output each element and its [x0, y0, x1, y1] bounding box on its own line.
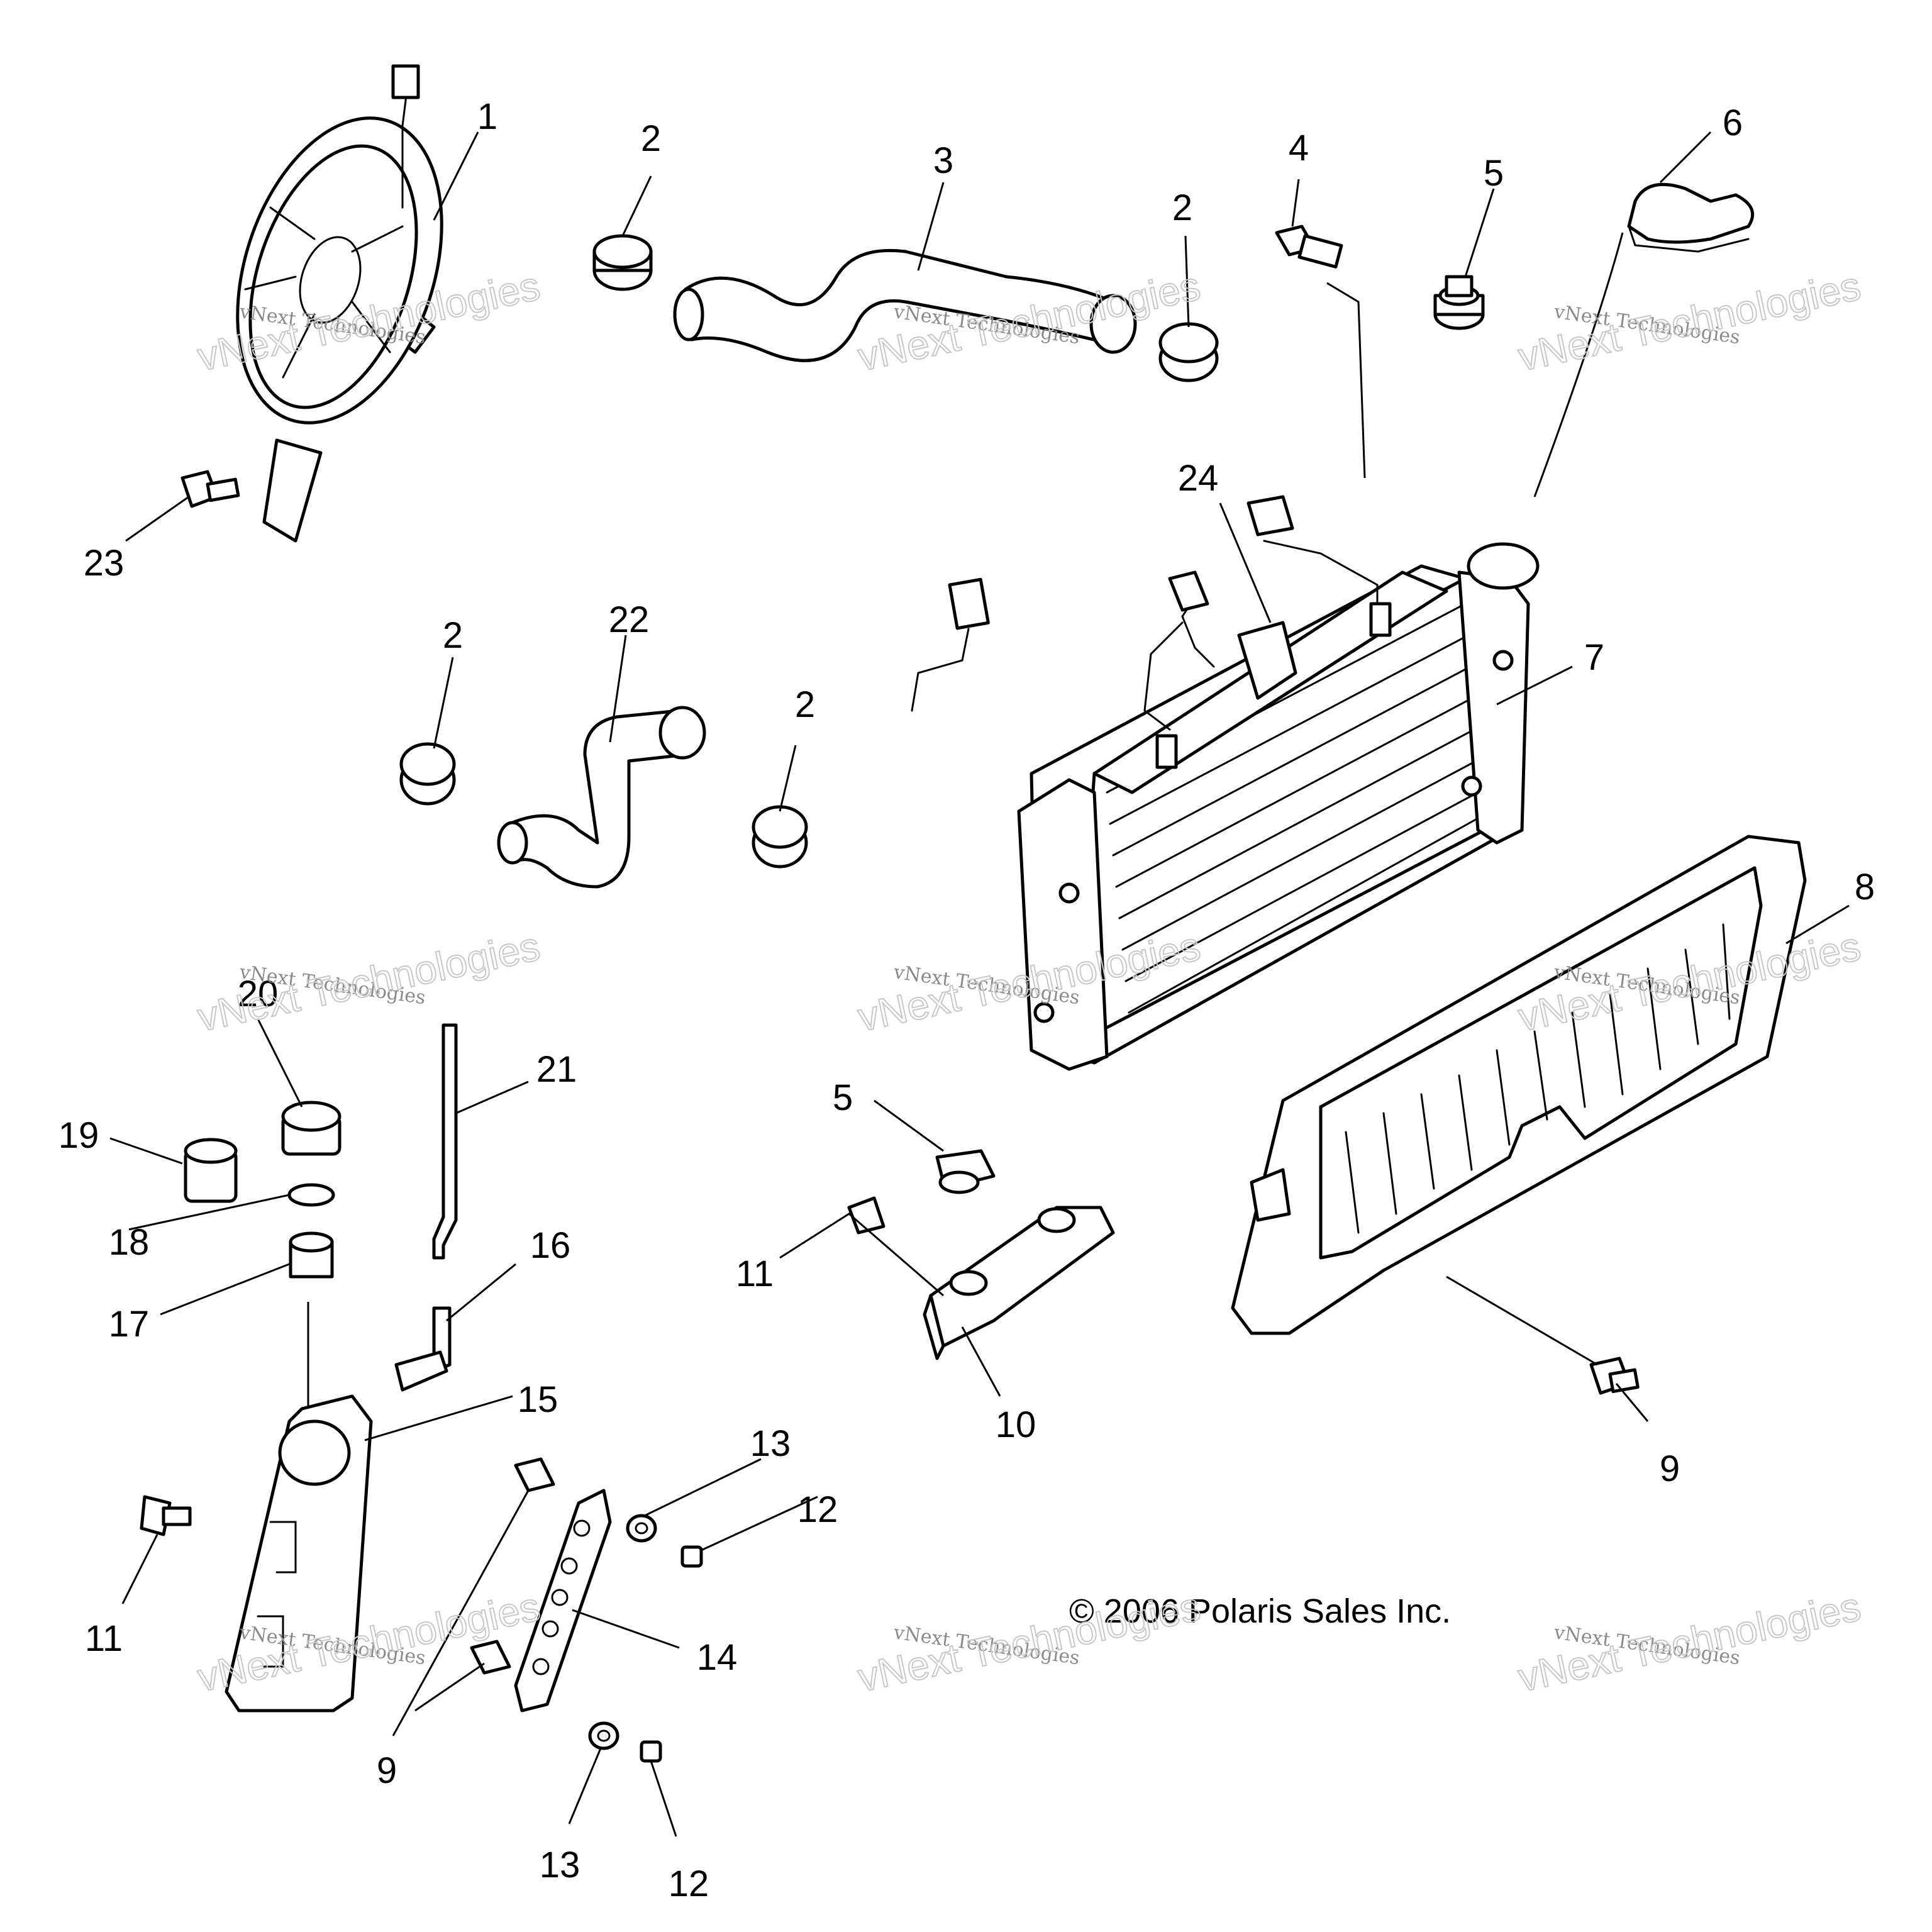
elbow-fitting-16 — [394, 1306, 452, 1392]
bolt — [1589, 1357, 1640, 1395]
bolt — [180, 470, 240, 508]
callout-18: 18 — [109, 1222, 150, 1263]
callout-23: 23 — [84, 543, 125, 584]
reservoir-cap-20 — [281, 1101, 341, 1156]
lower-radiator-hose — [497, 706, 706, 889]
callout-15: 15 — [518, 1379, 558, 1420]
callout-3: 3 — [933, 140, 953, 181]
neck-17 — [289, 1231, 334, 1279]
hose-clamp — [399, 742, 456, 806]
overflow-tube-21 — [432, 1023, 458, 1260]
temperature-sensor — [1275, 225, 1343, 269]
hose-clamp — [592, 234, 653, 291]
callout-11: 11 — [85, 1618, 123, 1659]
mounting-bracket — [923, 1206, 1115, 1360]
callout-24: 24 — [1178, 458, 1219, 499]
bolt — [514, 1457, 555, 1492]
callout-20: 20 — [238, 974, 279, 1014]
callout-17: 17 — [109, 1304, 150, 1345]
callout-21: 21 — [536, 1049, 577, 1090]
callout-7: 7 — [1584, 637, 1604, 678]
radiator-cap — [1627, 182, 1755, 253]
callout-9: 9 — [377, 1750, 397, 1791]
callout-1: 1 — [477, 96, 497, 137]
washer-13 — [588, 1721, 619, 1750]
filler-cap-19 — [184, 1138, 238, 1203]
radiator — [1017, 495, 1540, 1071]
callout-6: 6 — [1723, 103, 1743, 143]
callout-10: 10 — [996, 1404, 1036, 1445]
callout-19: 19 — [58, 1115, 99, 1156]
radiator-shroud — [1231, 835, 1807, 1335]
callout-22: 22 — [609, 599, 650, 640]
spacer-12 — [680, 1545, 703, 1568]
o-ring-18 — [287, 1183, 335, 1207]
callout-13: 13 — [540, 1845, 580, 1885]
hose-clamp — [1158, 322, 1219, 382]
callout-13: 13 — [750, 1423, 791, 1464]
upper-radiator-hose — [673, 248, 1137, 362]
callout-12: 12 — [669, 1863, 709, 1904]
callout-2: 2 — [443, 615, 463, 656]
callout-2: 2 — [1172, 187, 1192, 228]
callout-5: 5 — [833, 1077, 853, 1118]
grommet — [935, 1149, 996, 1194]
callout-14: 14 — [697, 1637, 738, 1678]
copyright-text: © 2006 Polaris Sales Inc. — [1069, 1592, 1451, 1630]
callout-2: 2 — [795, 684, 815, 725]
washer-13 — [626, 1514, 657, 1543]
callout-16: 16 — [530, 1225, 571, 1266]
callout-numbers: 1 2 3 2 4 5 6 23 24 2 22 2 7 8 20 21 19 … — [58, 96, 1875, 1904]
coolant-reservoir-15 — [225, 1394, 373, 1713]
bolt — [140, 1495, 192, 1536]
callout-5: 5 — [1484, 153, 1504, 194]
callout-11: 11 — [736, 1253, 774, 1294]
hose-clamp — [752, 805, 808, 869]
spacer-12 — [640, 1740, 662, 1763]
watermark: vNext Technologies vNext Technologies vN… — [193, 262, 1865, 1701]
callout-9: 9 — [1660, 1448, 1680, 1489]
leader-lines — [109, 131, 1850, 1837]
cooling-fan — [236, 64, 443, 543]
callout-2: 2 — [641, 118, 661, 159]
callout-4: 4 — [1289, 128, 1309, 169]
grommet — [1433, 275, 1485, 330]
callout-8: 8 — [1855, 867, 1875, 908]
bolt — [847, 1196, 886, 1235]
callout-12: 12 — [797, 1489, 838, 1530]
reservoir-bracket-14 — [514, 1489, 612, 1713]
fan-switch — [911, 577, 990, 712]
